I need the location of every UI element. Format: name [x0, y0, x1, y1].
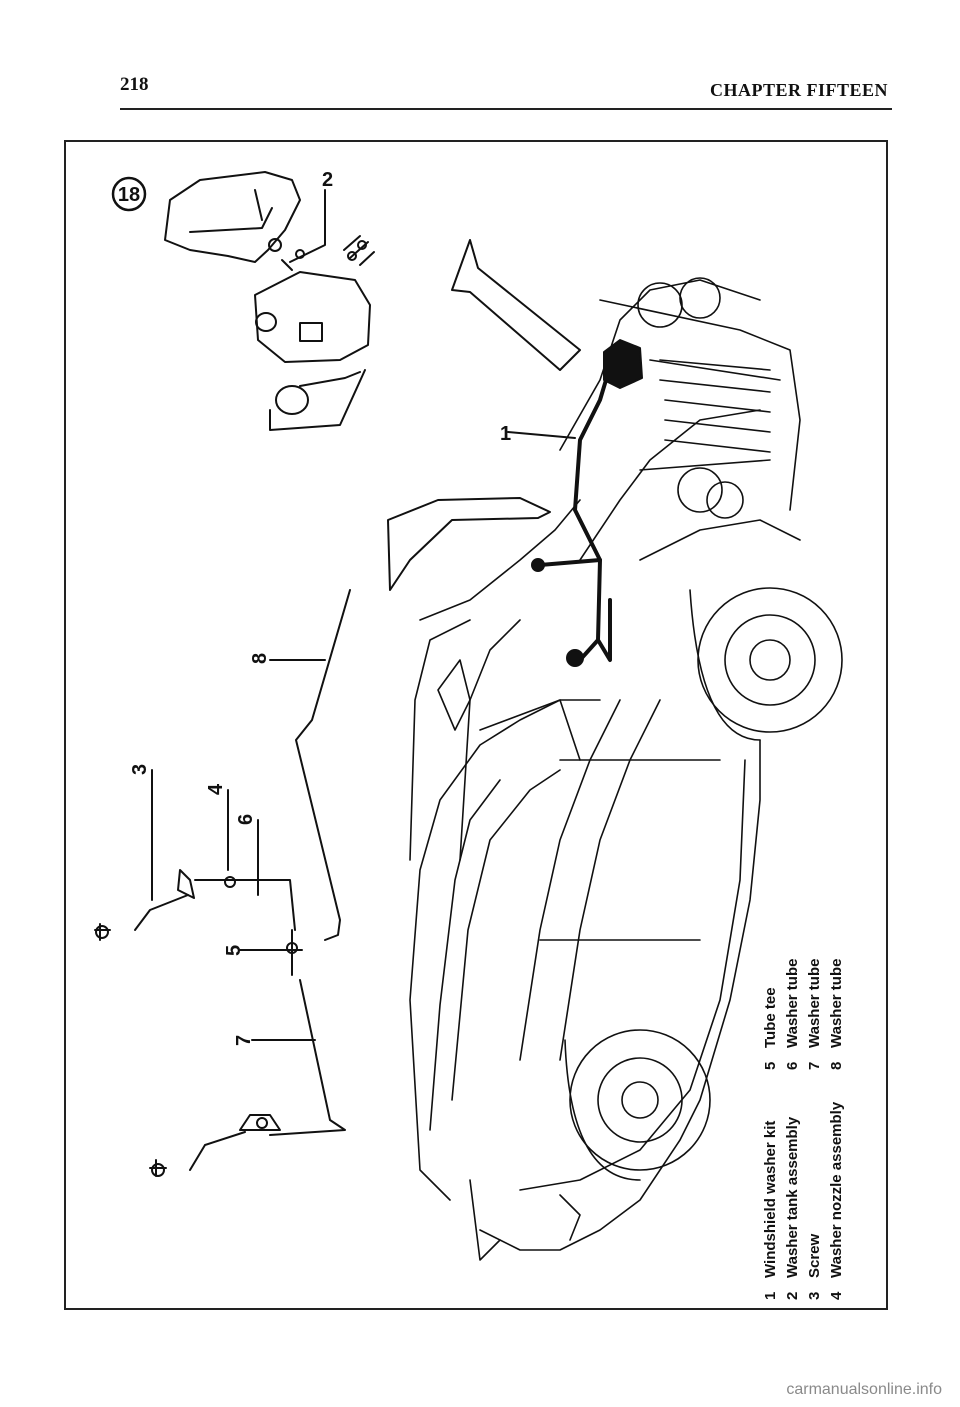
- callout-6-label: 6: [235, 814, 257, 825]
- callout-8-label: 8: [249, 653, 271, 664]
- callout-6: 6: [235, 814, 259, 896]
- callout-4-label: 4: [205, 783, 227, 795]
- figure-frame: [64, 140, 888, 1310]
- legend-item: 8Washer tube: [828, 958, 845, 1070]
- figure-number: 18: [118, 184, 140, 206]
- legend-item: 4Washer nozzle assembly: [828, 1101, 845, 1300]
- screw-upper: [94, 923, 111, 941]
- washer-nozzle-assembly-upper: [134, 869, 296, 931]
- legend-item: 3Screw: [806, 1233, 823, 1300]
- washer-tank: [254, 235, 375, 363]
- car-line-art: [409, 277, 843, 1261]
- washer-nozzle-assembly-lower: [189, 1114, 281, 1171]
- bracket-screws: [268, 238, 305, 271]
- installed-tank: [603, 339, 643, 389]
- callout-3-label: 3: [129, 764, 151, 775]
- callout-7: 7: [233, 1035, 316, 1046]
- callout-1-label: 1: [500, 423, 511, 445]
- screw-lower: [149, 1159, 167, 1177]
- tube-tee: [281, 929, 303, 976]
- legend-item: 1Windshield washer kit: [762, 1120, 779, 1300]
- washer-tube-7: [269, 979, 346, 1136]
- callout-7-label: 7: [233, 1035, 255, 1046]
- washer-pump: [269, 369, 366, 431]
- washer-tube-8: [295, 589, 351, 941]
- header-rule: [120, 108, 892, 110]
- callout-5-label: 5: [223, 945, 245, 956]
- callout-2-label: 2: [322, 169, 333, 191]
- legend-item: 7Washer tube: [806, 958, 823, 1070]
- installed-washer-tubing: [538, 358, 614, 662]
- callout-3: 3: [129, 764, 153, 901]
- figure-legend: 1Windshield washer kit 2Washer tank asse…: [760, 930, 870, 1300]
- page-number: 218: [120, 74, 149, 95]
- pointer-arrow-engine: [451, 239, 581, 371]
- legend-column-left: 1Windshield washer kit 2Washer tank asse…: [760, 1080, 848, 1300]
- chapter-title: CHAPTER FIFTEEN: [709, 80, 888, 100]
- legend-item: 2Washer tank assembly: [784, 1116, 801, 1300]
- washer-tank-bracket: [164, 171, 301, 263]
- callout-5: 5: [223, 945, 287, 956]
- watermark-text: carmanualsonline.info: [786, 1381, 942, 1398]
- legend-column-right: 5Tube tee 6Washer tube 7Washer tube 8Was…: [760, 920, 848, 1070]
- callout-8: 8: [249, 653, 326, 664]
- callout-1: 1: [500, 423, 576, 445]
- callout-2: 2: [289, 169, 333, 263]
- legend-item: 5Tube tee: [762, 987, 779, 1070]
- page-header: 218 CHAPTER FIFTEEN: [120, 74, 888, 108]
- pointer-arrow-cowl: [387, 497, 551, 591]
- figure-number-badge: 18: [111, 176, 147, 212]
- legend-item: 6Washer tube: [784, 958, 801, 1070]
- callout-4: 4: [205, 783, 229, 871]
- installed-nozzles: [531, 558, 584, 667]
